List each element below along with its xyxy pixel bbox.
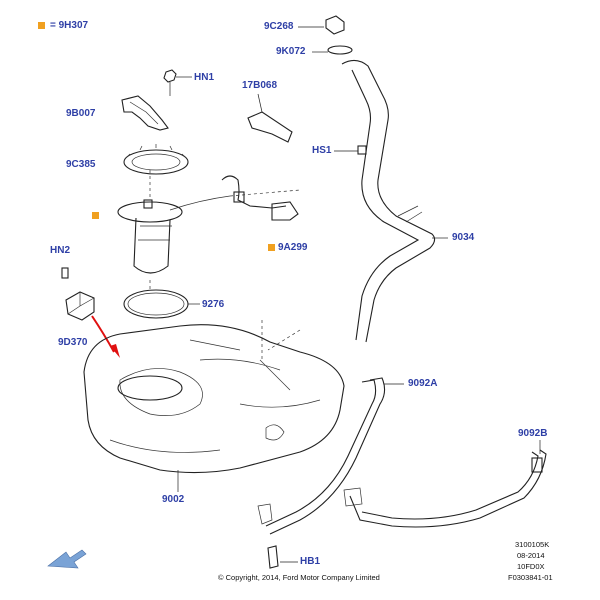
callout-hn1: HN1: [194, 72, 215, 83]
copyright-text: © Copyright, 2014, Ford Motor Company Li…: [218, 573, 380, 582]
callout-9092a: 9092A: [408, 378, 438, 389]
strap-9092a-part: [257, 377, 404, 535]
filler-cap-part: [298, 15, 345, 35]
locking-ring-part: [123, 144, 189, 175]
callout-9002: 9002: [162, 494, 185, 505]
direction-arrow-icon: [47, 549, 87, 569]
strap-9092b-part: [343, 440, 547, 528]
doc-date: 08-2014: [517, 551, 545, 560]
callout-9k072: 9K072: [276, 46, 306, 57]
callout-9034: 9034: [452, 232, 475, 243]
callout-9c268: 9C268: [264, 21, 294, 32]
callout-9c385: 9C385: [66, 159, 96, 170]
seal-9k072-part: [312, 45, 353, 55]
doc-code-1: 3100105K: [515, 540, 550, 549]
doc-code-2: 10FD0X: [517, 562, 545, 571]
orange-square-icon: [38, 22, 45, 29]
bolt-hs1-part: [334, 145, 367, 155]
bolt-hb1-part: [267, 545, 298, 569]
pump-bracket-part: [121, 95, 169, 131]
valve-9d370-part: [61, 267, 95, 321]
sender-unit-part: [221, 175, 299, 221]
callout-9092b: 9092B: [518, 428, 548, 439]
legend-label: = 9H307: [50, 20, 89, 31]
callout-9276: 9276: [202, 299, 225, 310]
orange-square-icon: [92, 212, 99, 219]
callout-9a299: 9A299: [278, 242, 308, 253]
figure-number: F0303841-01: [508, 573, 553, 582]
callout-9d370: 9D370: [58, 337, 88, 348]
red-arrow-icon: [91, 315, 120, 358]
callout-hb1: HB1: [300, 556, 321, 567]
nut-hn1-part: [163, 69, 192, 96]
callout-9b007: 9B007: [66, 108, 96, 119]
o-ring-part: [123, 289, 200, 319]
fuel-pump-module-part: [117, 195, 231, 274]
orange-square-icon: [268, 244, 275, 251]
callout-hs1: HS1: [312, 145, 332, 156]
assembly-lines: [149, 170, 301, 360]
guide-tube-part: [247, 93, 293, 143]
callout-hn2: HN2: [50, 245, 71, 256]
fuel-tank-part: [83, 324, 345, 492]
callout-17b068: 17B068: [242, 80, 278, 91]
filler-pipe-part: [341, 59, 448, 343]
